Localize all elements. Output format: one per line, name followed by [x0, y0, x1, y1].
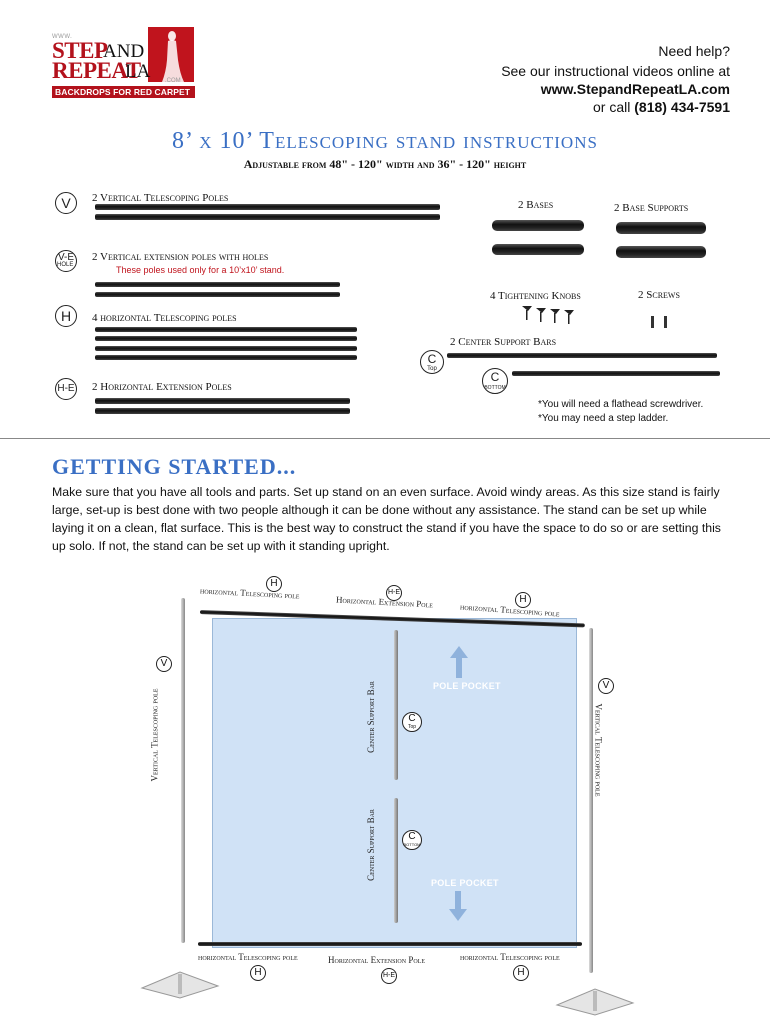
note-screwdriver: *You will need a flathead screwdriver.: [538, 399, 704, 410]
diag-h-badge-bottom-right: H: [513, 965, 529, 981]
help-call-prefix: or call: [593, 99, 631, 115]
bottom-horizontal-poles: [198, 942, 582, 946]
c-bottom-code: C: [490, 370, 500, 384]
getting-started-text: Make sure that you have all tools and pa…: [52, 485, 721, 553]
help-call: or call (818) 434-7591: [430, 99, 730, 115]
diag-top-horiz-ext: Horizontal Extension Pole: [335, 594, 434, 610]
page-title: 8’ x 10’ Telescoping stand instructions: [172, 128, 598, 154]
right-vertical-pole: [589, 628, 593, 973]
diag-h-badge-top-right: H: [515, 592, 531, 608]
diag-bottom-horiz-ext: Horizontal Extension Pole: [328, 955, 426, 965]
diag-h-badge-bottom-left: H: [250, 965, 266, 981]
part-h-label: 4 horizontal Telescoping poles: [92, 312, 237, 324]
horizontal-pole-3: [95, 346, 357, 351]
getting-started-title: GETTING STARTED...: [52, 454, 297, 479]
diag-he-badge-top: H-E: [386, 585, 402, 601]
help-phone[interactable]: (818) 434-7591: [634, 99, 730, 115]
vertical-extension-pole-1: [95, 282, 340, 287]
part-he-label: 2 Horizontal Extension Poles: [92, 381, 232, 393]
part-h-badge: H: [55, 305, 77, 327]
vertical-pole-1: [95, 204, 440, 210]
base-1: [492, 220, 584, 231]
section-divider: [0, 438, 770, 439]
part-v-label: 2 Vertical Telescoping Poles: [92, 192, 229, 204]
logo-la: LA: [125, 61, 151, 82]
diag-top-horiz-pole-left: horizontal Telescoping pole: [199, 585, 300, 601]
arrow-up-icon: [450, 646, 468, 678]
center-support-bar-upper: [394, 630, 398, 780]
part-ve-note: These poles used only for a 10’x10’ stan…: [116, 265, 285, 275]
pole-pocket-top-label: POLE POCKET: [433, 681, 501, 691]
diag-c-bottom-label: BOTTOM: [403, 842, 421, 847]
base-support-2: [616, 246, 706, 258]
help-heading: Need help?: [658, 43, 730, 59]
vertical-extension-pole-2: [95, 292, 340, 297]
logo-and: AND: [103, 41, 145, 62]
left-vertical-pole: [181, 598, 185, 943]
logo-com: .COM: [165, 78, 181, 84]
horizontal-pole-1: [95, 327, 357, 332]
center-support-bar-bottom: [512, 371, 720, 376]
diag-c-top-badge: C Top: [402, 712, 422, 732]
base-foot-left-icon: [140, 971, 220, 999]
logo-step: STEP: [52, 38, 108, 63]
base-foot-right-icon: [555, 988, 635, 1016]
part-ve-hole: HOLE: [57, 262, 74, 268]
diag-h-badge-top-left: H: [266, 576, 282, 592]
part-ve-badge: V-E: [55, 250, 77, 272]
screws-label: 2 Screws: [638, 289, 680, 301]
help-videos-text: See our instructional videos online at: [501, 63, 730, 79]
part-ve-label: 2 Vertical extension poles with holes: [92, 251, 269, 263]
diag-c-top-code: C: [408, 713, 416, 724]
vertical-pole-2: [95, 214, 440, 220]
diag-c-bottom-badge: C BOTTOM: [402, 830, 422, 850]
c-top-badge: C Top: [420, 350, 444, 374]
help-url-link[interactable]: www.StepandRepeatLA.com: [540, 81, 730, 97]
screws-icon: [651, 316, 667, 328]
diag-bottom-horiz-pole-right: horizontal Telescoping pole: [460, 952, 560, 962]
center-support-bar-lower: [394, 798, 398, 923]
diag-vert-pole-right: Vertical Telescoping pole: [593, 703, 604, 797]
part-ve-code: V-E: [57, 252, 75, 263]
diag-center-bar-upper: Center Support Bar: [365, 681, 376, 753]
diag-vert-pole-left: Vertical Telescoping pole: [149, 688, 160, 782]
logo-www: WWW.: [52, 34, 73, 40]
base-supports-label: 2 Base Supports: [614, 202, 689, 214]
logo-silhouette-icon: [162, 31, 184, 82]
logo-repeat: REPEAT: [52, 58, 141, 83]
c-top-code: C: [427, 352, 437, 366]
base-2: [492, 244, 584, 255]
diag-c-bottom-code: C: [408, 831, 416, 842]
center-bars-label: 2 Center Support Bars: [450, 336, 557, 348]
diag-top-horiz-pole-right: horizontal Telescoping pole: [459, 601, 560, 619]
horizontal-pole-2: [95, 336, 357, 341]
base-support-1: [616, 222, 706, 234]
diag-v-badge-right: V: [598, 678, 614, 694]
diag-center-bar-lower: Center Support Bar: [365, 809, 376, 881]
diag-bottom-horiz-pole-left: horizontal Telescoping pole: [198, 952, 298, 962]
c-bottom-badge: C BOTTOM: [482, 368, 508, 394]
horizontal-extension-pole-1: [95, 398, 350, 404]
part-v-badge: V: [55, 192, 77, 214]
diag-he-badge-bottom: H-E: [381, 968, 397, 984]
horizontal-extension-pole-2: [95, 408, 350, 414]
center-support-bar-top: [447, 353, 717, 358]
horizontal-pole-4: [95, 355, 357, 360]
logo-tagline: BACKDROPS FOR RED CARPET EVENTS: [52, 86, 195, 109]
page-subtitle: Adjustable from 48" - 120" width and 36"…: [243, 157, 527, 171]
diag-c-top-label: Top: [407, 724, 417, 730]
c-top-label: Top: [427, 366, 437, 372]
diag-v-badge-left: V: [156, 656, 172, 672]
part-he-badge: H-E: [55, 378, 77, 400]
tightening-knobs-icon: [522, 306, 574, 324]
pole-pocket-bottom-label: POLE POCKET: [431, 878, 499, 888]
note-ladder: *You may need a step ladder.: [538, 413, 669, 424]
c-bottom-label: BOTTOM: [484, 385, 506, 391]
knobs-label: 4 Tightening Knobs: [490, 290, 581, 302]
bases-label: 2 Bases: [518, 199, 554, 211]
arrow-down-icon: [449, 891, 467, 921]
